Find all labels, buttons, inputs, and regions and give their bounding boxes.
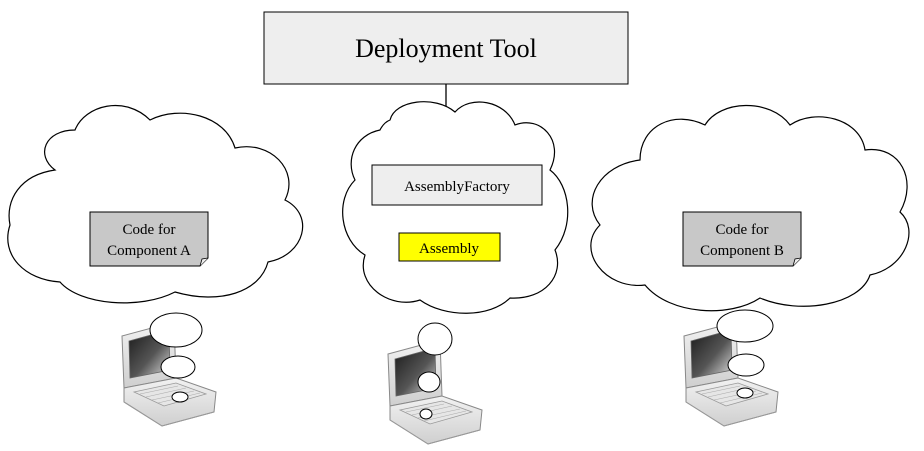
- right-thought-bubbles: [716, 309, 774, 399]
- deployment-tool-box: Deployment Tool: [263, 11, 629, 85]
- right-note-line1: Code for: [716, 222, 769, 238]
- assembly-box: Assembly: [398, 232, 501, 262]
- middle-cloud-icon: [342, 101, 569, 314]
- middle-thought-bubbles: [417, 322, 453, 420]
- deployment-tool-label: Deployment Tool: [355, 34, 537, 63]
- left-note-document-note-icon: Code for Component A: [89, 211, 209, 267]
- assembly-factory-label: AssemblyFactory: [404, 179, 510, 195]
- middle-laptop-icon: [387, 339, 483, 445]
- left-note-line2: Component A: [107, 243, 191, 259]
- right-cloud-icon: [590, 104, 910, 312]
- left-thought-bubbles: [149, 312, 203, 403]
- left-note-line1: Code for: [123, 222, 176, 238]
- right-note-document-note-icon: Code for Component B: [682, 211, 802, 267]
- assembly-factory-box: AssemblyFactory: [371, 164, 543, 206]
- right-note-line2: Component B: [700, 243, 784, 259]
- assembly-label: Assembly: [419, 241, 480, 257]
- left-cloud-icon: [7, 105, 304, 304]
